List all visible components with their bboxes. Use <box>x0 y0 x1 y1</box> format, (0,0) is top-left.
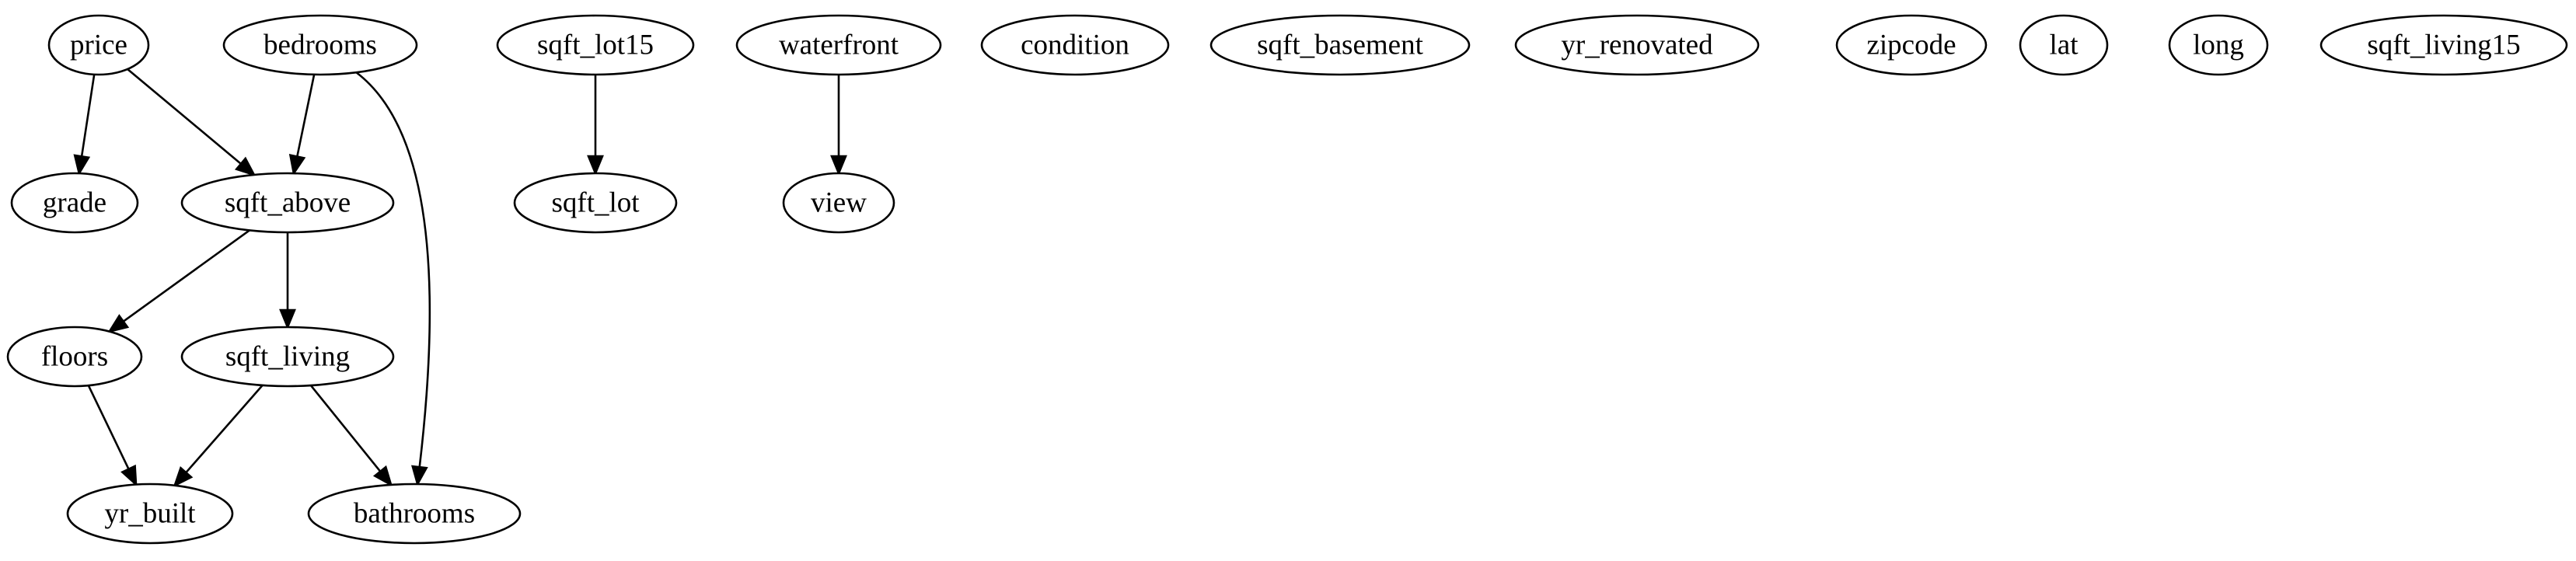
node-long-label: long <box>2193 30 2244 61</box>
node-condition-ellipse <box>980 14 1170 76</box>
node-sqft-lot-label: sqft_lot <box>551 187 640 219</box>
node-lat: lat <box>2019 14 2109 76</box>
node-sqft-basement: sqft_basement <box>1209 14 1471 76</box>
node-grade: grade <box>10 172 139 234</box>
node-yr-renovated: yr_renovated <box>1514 14 1760 76</box>
arrowhead <box>830 155 847 176</box>
node-sqft-living15: sqft_living15 <box>2319 14 2568 76</box>
node-floors-ellipse <box>6 326 143 388</box>
node-yr-built-label: yr_built <box>104 498 196 530</box>
node-lat-ellipse <box>2019 14 2109 76</box>
arrowhead <box>411 465 428 487</box>
node-sqft-living: sqft_living <box>180 326 395 388</box>
edge-sqft-living-to-bathrooms <box>309 385 393 487</box>
node-zipcode-label: zipcode <box>1866 30 1956 61</box>
node-sqft-basement-label: sqft_basement <box>1257 30 1423 61</box>
node-sqft-lot-ellipse <box>513 172 678 234</box>
node-condition: condition <box>980 14 1170 76</box>
node-price-ellipse <box>47 14 150 76</box>
node-bathrooms-ellipse <box>307 483 522 545</box>
nodes-layer: price bedrooms sqft_lot15 waterfront conditi… <box>6 14 2568 545</box>
edge-line <box>185 385 264 474</box>
node-sqft-living15-label: sqft_living15 <box>2367 30 2520 61</box>
arrowhead <box>279 308 296 330</box>
node-bedrooms-label: bedrooms <box>264 30 377 61</box>
node-sqft-lot15-label: sqft_lot15 <box>537 30 654 61</box>
node-lat-label: lat <box>2050 30 2079 61</box>
edge-waterfront-to-view <box>830 75 847 176</box>
arrowhead <box>73 154 91 176</box>
edge-sqft-living-to-yr-built <box>173 385 264 488</box>
node-view: view <box>782 172 895 234</box>
edge-floors-to-yr-built <box>87 385 138 487</box>
arrowhead <box>120 464 138 487</box>
edge-line <box>122 229 250 322</box>
node-yr-built: yr_built <box>66 483 234 545</box>
edge-price-to-grade <box>73 74 96 176</box>
arrowhead <box>173 466 194 488</box>
node-bathrooms-label: bathrooms <box>354 498 475 530</box>
node-sqft-lot: sqft_lot <box>513 172 678 234</box>
edge-line <box>87 385 130 470</box>
arrowhead <box>288 154 306 176</box>
node-waterfront: waterfront <box>735 14 942 76</box>
node-floors-label: floors <box>41 341 108 373</box>
node-zipcode: zipcode <box>1835 14 1988 76</box>
arrowhead <box>372 465 393 487</box>
edge-line <box>309 385 382 472</box>
arrowhead <box>107 314 130 333</box>
edge-line <box>355 71 431 468</box>
edge-line <box>127 68 242 165</box>
node-sqft-lot15: sqft_lot15 <box>496 14 695 76</box>
node-price: price <box>47 14 150 76</box>
node-grade-label: grade <box>43 187 106 219</box>
node-sqft-living-ellipse <box>180 326 395 388</box>
node-yr-renovated-ellipse <box>1514 14 1760 76</box>
edge-sqft-lot15-to-sqft-lot <box>587 75 604 176</box>
node-long: long <box>2168 14 2269 76</box>
node-price-label: price <box>70 30 127 61</box>
node-sqft-basement-ellipse <box>1209 14 1471 76</box>
node-condition-label: condition <box>1021 30 1129 61</box>
node-bedrooms-ellipse <box>222 14 418 76</box>
node-bathrooms: bathrooms <box>307 483 522 545</box>
edge-sqft-above-to-floors <box>107 229 250 333</box>
node-waterfront-ellipse <box>735 14 942 76</box>
edge-price-to-sqft-above <box>127 68 257 177</box>
node-sqft-above: sqft_above <box>180 172 395 234</box>
node-grade-ellipse <box>10 172 139 234</box>
node-sqft-above-ellipse <box>180 172 395 234</box>
node-sqft-living15-ellipse <box>2319 14 2568 76</box>
node-long-ellipse <box>2168 14 2269 76</box>
arrowhead <box>234 156 257 177</box>
node-view-label: view <box>811 187 867 219</box>
node-zipcode-ellipse <box>1835 14 1988 76</box>
node-sqft-living-label: sqft_living <box>225 341 350 373</box>
edge-line <box>296 74 316 157</box>
node-sqft-above-label: sqft_above <box>225 187 351 219</box>
arrowhead <box>587 155 604 176</box>
edges-layer <box>73 68 847 488</box>
node-waterfront-label: waterfront <box>779 30 899 61</box>
node-bedrooms: bedrooms <box>222 14 418 76</box>
node-sqft-lot15-ellipse <box>496 14 695 76</box>
edge-line <box>80 74 96 157</box>
node-view-ellipse <box>782 172 895 234</box>
edge-bedrooms-to-sqft-above <box>288 74 316 176</box>
node-yr-built-ellipse <box>66 483 234 545</box>
edge-sqft-above-to-sqft-living <box>279 232 296 330</box>
node-floors: floors <box>6 326 143 388</box>
node-yr-renovated-label: yr_renovated <box>1561 30 1713 61</box>
edge-bedrooms-to-bathrooms <box>355 71 431 487</box>
